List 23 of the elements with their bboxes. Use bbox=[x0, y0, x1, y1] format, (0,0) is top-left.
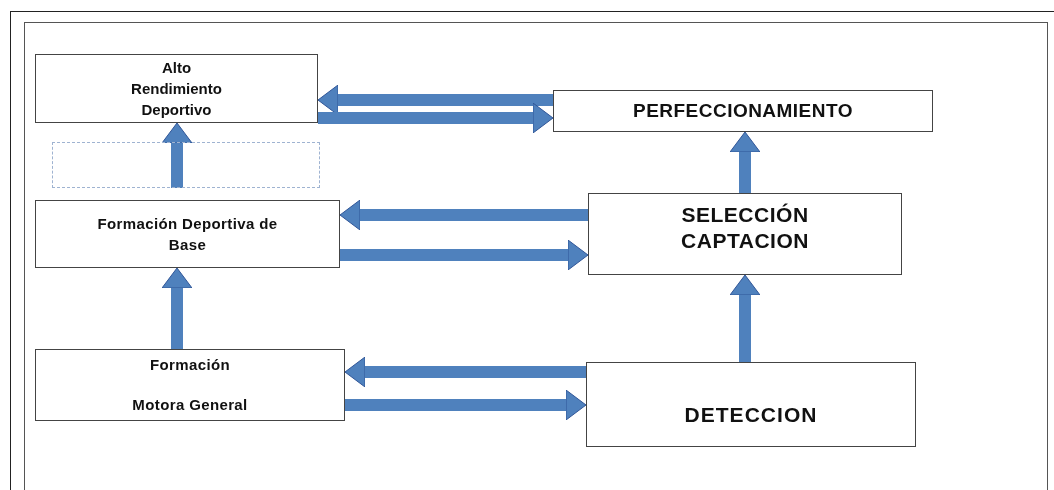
block-arrow bbox=[345, 389, 587, 421]
stage-box bbox=[588, 193, 902, 275]
stage-box bbox=[553, 90, 933, 132]
block-arrow bbox=[161, 267, 193, 349]
stage-box bbox=[586, 362, 916, 447]
stage-label: DETECCION bbox=[684, 401, 818, 428]
block-arrow bbox=[340, 239, 589, 271]
stage-label: SELECCIÓN CAPTACION bbox=[680, 202, 810, 254]
stage-label: PERFECCIONAMIENTO bbox=[633, 98, 853, 123]
stage-label: Motora General bbox=[132, 394, 248, 415]
stage-box bbox=[35, 54, 318, 123]
block-arrow bbox=[729, 131, 761, 193]
block-arrow bbox=[318, 102, 554, 134]
block-arrow bbox=[344, 356, 586, 388]
block-arrow bbox=[339, 199, 588, 231]
dashed-box bbox=[52, 142, 320, 188]
stage-box bbox=[35, 200, 340, 268]
block-arrow bbox=[729, 274, 761, 362]
stage-box bbox=[35, 349, 345, 421]
stage-label: Formación bbox=[149, 355, 231, 375]
stage-label: Formación Deportiva de Base bbox=[96, 214, 279, 255]
block-arrow bbox=[161, 122, 193, 188]
stage-label: Alto Rendimiento Deportivo bbox=[130, 58, 223, 120]
